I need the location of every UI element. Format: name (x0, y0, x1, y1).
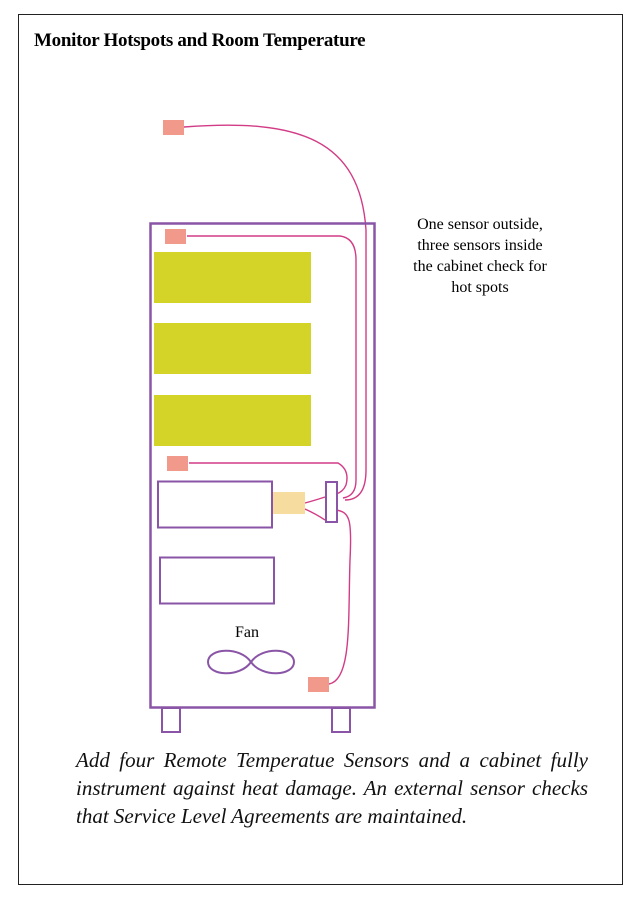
server-unit-2 (154, 323, 311, 374)
sensor-hub (273, 492, 305, 514)
diagram-title: Monitor Hotspots and Room Temperature (34, 30, 366, 51)
sensor-bottom (308, 677, 329, 692)
caption-text: Add four Remote Temperatue Sensors and a… (76, 748, 588, 828)
sensor-middle (167, 456, 188, 471)
sensor-top (165, 229, 186, 244)
cable-hub-2 (304, 508, 326, 521)
cabinet (149, 222, 376, 709)
server-unit-3 (154, 395, 311, 446)
sensor-note: One sensor outside, three sensors inside… (413, 216, 547, 296)
cabinet-foot-right (331, 707, 351, 733)
sensor-cables (183, 124, 367, 685)
cabinet-foot-left (161, 707, 181, 733)
cable-mid-sensor (189, 462, 348, 495)
fan-icon (206, 649, 296, 675)
equipment-box-1 (157, 480, 273, 529)
cable-bottom-sensor (328, 509, 352, 685)
cable-external-sensor (183, 124, 367, 501)
sensor-connector (325, 481, 338, 523)
cable-top-sensor (187, 235, 357, 499)
server-unit-1 (154, 252, 311, 303)
equipment-box-2 (159, 556, 275, 605)
diagram-frame (18, 14, 623, 885)
cable-hub (304, 496, 326, 504)
fan-label: Fan (235, 624, 259, 641)
sensor-external (163, 120, 184, 135)
